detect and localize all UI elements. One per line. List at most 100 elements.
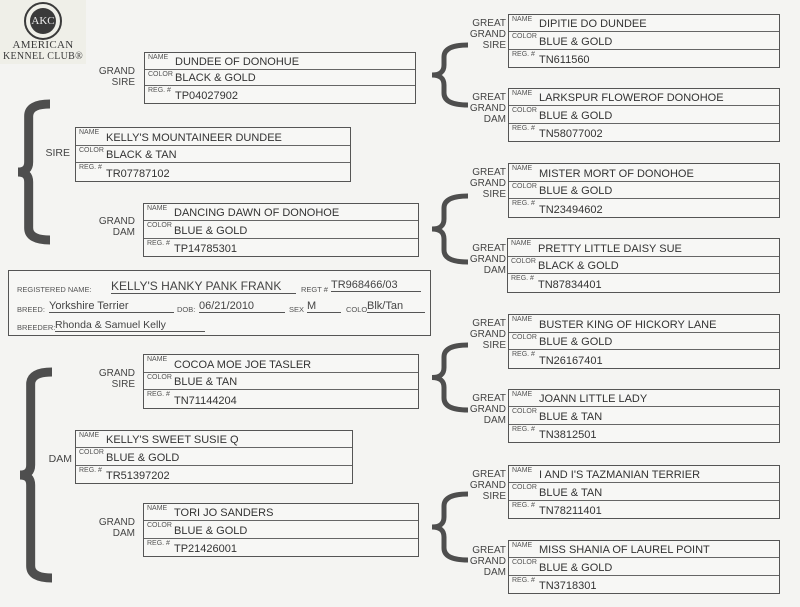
color-label: COLOR bbox=[147, 522, 172, 530]
relation-label-line: GRAND bbox=[469, 480, 506, 491]
relation-label-line: DAM bbox=[483, 265, 506, 276]
relation-label-line: GRAND bbox=[469, 404, 506, 415]
name-label: NAME bbox=[512, 467, 533, 474]
reg-value: TR51397202 bbox=[106, 469, 170, 482]
reg-value: TN3718301 bbox=[539, 579, 597, 592]
name-value: MISS SHANIA OF LAUREL POINT bbox=[539, 544, 710, 557]
breeder-value: Rhonda & Samuel Kelly bbox=[55, 319, 205, 332]
reg-value: TP04027902 bbox=[175, 89, 238, 102]
name-label: NAME bbox=[79, 129, 100, 136]
breed-label: BREED: bbox=[17, 305, 45, 314]
reg-value: TN23494602 bbox=[539, 203, 603, 216]
reg-value: TP21426001 bbox=[174, 542, 237, 555]
relation-label-line: SIRE bbox=[482, 189, 506, 200]
relation-label-line: GRAND bbox=[469, 329, 506, 340]
reg-row: REG. #TN58077002 bbox=[509, 124, 779, 141]
dob-label: DOB: bbox=[177, 305, 196, 314]
reg-row: REG. #TN3812501 bbox=[509, 425, 779, 442]
name-value: COCOA MOE JOE TASLER bbox=[174, 358, 312, 371]
relation-label-line: GREAT bbox=[472, 469, 506, 480]
logo-line-1: AMERICAN bbox=[12, 39, 74, 51]
relation-label-line: DAM bbox=[483, 415, 506, 426]
name-value: JOANN LITTLE LADY bbox=[539, 393, 648, 406]
reg-value: TN71144204 bbox=[174, 394, 237, 407]
reg-label: REG. # bbox=[512, 501, 535, 509]
small-brace-icon bbox=[431, 193, 469, 265]
color-label: COLO bbox=[346, 305, 368, 314]
color-label: COLOR bbox=[512, 484, 537, 492]
color-label: COLOR bbox=[512, 33, 537, 41]
name-value: DIPITIE DO DUNDEE bbox=[539, 18, 647, 31]
name-label: NAME bbox=[512, 16, 533, 23]
relation-label-line: DAM bbox=[112, 227, 135, 238]
reg-value: TP14785301 bbox=[174, 242, 237, 255]
name-value: LARKSPUR FLOWEROF DONOHOE bbox=[539, 92, 724, 105]
reg-label: REG. # bbox=[147, 239, 170, 247]
name-label: NAME bbox=[512, 316, 533, 323]
color-value: BLUE & GOLD bbox=[106, 451, 180, 464]
small-brace-icon bbox=[431, 42, 469, 108]
reg-label: REG. # bbox=[512, 351, 535, 359]
color-value: BLACK & TAN bbox=[106, 149, 177, 162]
relation-label-line: SIRE bbox=[111, 379, 135, 390]
color-label: COLOR bbox=[147, 222, 172, 230]
relation-label-line: GRAND bbox=[469, 254, 506, 265]
relation-label-line: GREAT bbox=[472, 243, 506, 254]
small-brace-icon bbox=[431, 491, 469, 563]
color-value: BLACK & GOLD bbox=[175, 72, 256, 85]
name-label: NAME bbox=[512, 90, 533, 97]
dam-brace-icon bbox=[19, 367, 53, 583]
color-label: COLOR bbox=[511, 257, 536, 265]
relation-label-dam: DAM bbox=[48, 453, 72, 465]
reg-row: REG. #TR51397202 bbox=[76, 466, 352, 483]
reg-label: REG. # bbox=[147, 391, 170, 399]
reg-row: REG. # TN71144204 bbox=[144, 390, 418, 408]
relation-label-line: GRAND bbox=[98, 216, 135, 227]
reg-row: REG. #TR07787102 bbox=[76, 163, 350, 181]
sex-value: M bbox=[307, 300, 341, 313]
relation-label-line: GRAND bbox=[98, 368, 135, 379]
reg-value: TN78211401 bbox=[539, 504, 602, 517]
reg-row: REG. #TN26167401 bbox=[509, 350, 779, 368]
color-value: BLUE & GOLD bbox=[539, 561, 613, 574]
color-value: BLUE & GOLD bbox=[539, 109, 613, 122]
reg-label: REG. # bbox=[512, 200, 535, 208]
color-value: BLUE & GOLD bbox=[174, 524, 248, 537]
reg-row: REG. #TP04027902 bbox=[145, 86, 415, 103]
relation-label-line: SIRE bbox=[482, 491, 506, 502]
color-value: BLACK & GOLD bbox=[538, 260, 619, 273]
name-label: NAME bbox=[512, 542, 533, 549]
name-label: NAME bbox=[79, 432, 100, 439]
sex-label: SEX bbox=[289, 305, 305, 314]
color-value: BLUE & GOLD bbox=[539, 185, 613, 198]
relation-label-line: GREAT bbox=[472, 393, 506, 404]
relation-label-line: GRAND bbox=[469, 556, 506, 567]
akc-logo: AKC AMERICAN KENNEL CLUB® bbox=[0, 0, 86, 64]
color-value: BLUE & GOLD bbox=[539, 336, 613, 349]
